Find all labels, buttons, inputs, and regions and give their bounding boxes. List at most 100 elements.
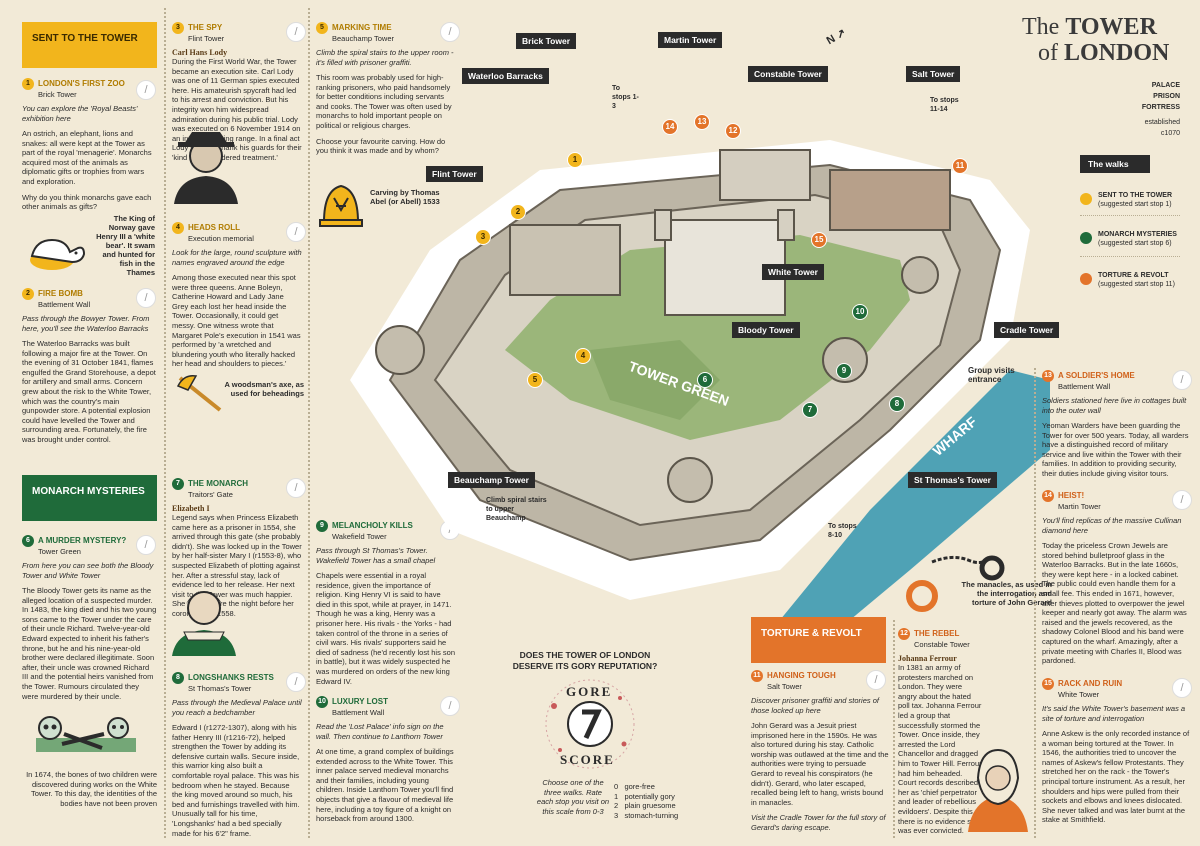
gore-rating-icon[interactable]: / xyxy=(1172,490,1192,510)
map-marker-14[interactable]: 14 xyxy=(662,119,678,135)
walk-header-torture: TORTURE & REVOLT xyxy=(751,617,886,663)
stop-number: 5 xyxy=(316,22,328,34)
walks-legend: The walks SENT TO THE TOWER(suggested st… xyxy=(1080,155,1180,297)
map-marker-11[interactable]: 11 xyxy=(952,158,968,174)
gore-label-bottom: SCORE xyxy=(560,752,615,767)
stop-body: An ostrich, an elephant, lions and snake… xyxy=(22,129,152,186)
gore-rating-icon[interactable]: / xyxy=(866,670,886,690)
walk-option-sent[interactable]: SENT TO THE TOWER(suggested start stop 1… xyxy=(1080,185,1180,216)
carving-caption: Carving by Thomas Abel (or Abell) 1533 xyxy=(370,188,440,206)
gore-rating-icon[interactable]: / xyxy=(1172,370,1192,390)
stop-title: LUXURY LOST xyxy=(332,697,389,707)
stop-location: Traitors' Gate xyxy=(188,490,233,499)
stop-title: A SOLDIER'S HOME xyxy=(1058,371,1135,381)
stop-location: Flint Tower xyxy=(188,34,225,43)
label-st-thomas-tower: St Thomas's Tower xyxy=(908,472,997,488)
stop-body: This room was probably used for high-ran… xyxy=(316,73,452,130)
label-waterloo-barracks: Waterloo Barracks xyxy=(462,68,549,84)
stop-intro: It's said the White Tower's basement was… xyxy=(1042,704,1186,723)
gore-rating-icon[interactable]: / xyxy=(136,535,156,555)
map-marker-13[interactable]: 13 xyxy=(694,114,710,130)
yellow-dot-icon xyxy=(1080,193,1092,205)
stop-title: THE SPY xyxy=(188,23,223,33)
gore-rating-icon[interactable]: / xyxy=(286,672,306,692)
person-name: Johanna Ferrour xyxy=(898,654,957,663)
stop-body: Chapels were essential in a royal reside… xyxy=(316,571,456,686)
map-marker-10[interactable]: 10 xyxy=(852,304,868,320)
axe-caption: A woodsman's axe, as used for beheadings xyxy=(224,380,304,398)
stop-question: Why do you think monarchs gave each othe… xyxy=(22,192,152,212)
stop-number: 14 xyxy=(1042,490,1054,502)
map-marker-6[interactable]: 6 xyxy=(697,372,713,388)
gore-rating-icon[interactable]: / xyxy=(440,22,460,42)
map-marker-8[interactable]: 8 xyxy=(889,396,905,412)
stop-location: Wakefield Tower xyxy=(332,532,387,541)
gore-rating-icon[interactable]: / xyxy=(286,22,306,42)
stop-number: 15 xyxy=(1042,678,1054,690)
stop-location: Battlement Wall xyxy=(38,300,91,309)
castle-map: TOWER GREEN WHARF xyxy=(350,140,1050,620)
title-tower: TOWER xyxy=(1065,14,1157,40)
stop-body: The Waterloo Barracks was built followin… xyxy=(22,339,156,444)
map-marker-12[interactable]: 12 xyxy=(725,123,741,139)
bear-caption: The King of Norway gave Henry III a 'whi… xyxy=(96,214,155,277)
map-marker-3[interactable]: 3 xyxy=(475,229,491,245)
tag-prison: PRISON xyxy=(1153,93,1180,100)
stop-body: Legend says when Princess Elizabeth came… xyxy=(172,513,302,618)
map-marker-1[interactable]: 1 xyxy=(567,152,583,168)
stop-body: Edward I (r1272-1307), along with his fa… xyxy=(172,723,300,838)
climb-spiral-note: Climb spiral stairs to upper Beauchamp xyxy=(486,497,547,522)
north-arrow-icon: N ↗ xyxy=(824,26,849,48)
stop-location: Battlement Wall xyxy=(332,708,385,717)
orange-dot-icon xyxy=(1080,273,1092,285)
stop-location: White Tower xyxy=(1058,690,1100,699)
label-flint-tower: Flint Tower xyxy=(426,166,483,182)
stop-intro: Pass through the Medieval Palace until y… xyxy=(172,698,302,717)
gore-rating-icon[interactable]: / xyxy=(136,288,156,308)
walk-option-torture[interactable]: TORTURE & REVOLT(suggested start stop 11… xyxy=(1080,257,1180,297)
map-marker-15[interactable]: 15 xyxy=(811,232,827,248)
gore-hint: Choose one of the three walks. Rate each… xyxy=(536,778,610,816)
tag-palace: PALACE xyxy=(1151,82,1180,89)
scale-text: plain gruesome xyxy=(624,801,676,811)
walk-option-monarch[interactable]: MONARCH MYSTERIES(suggested start stop 6… xyxy=(1080,216,1180,257)
walks-legend-title: The walks xyxy=(1080,155,1150,173)
axe-icon xyxy=(176,374,222,412)
stop-body: Yeoman Warders have been guarding the To… xyxy=(1042,421,1189,478)
walk-header-sent: SENT TO THE TOWER xyxy=(22,22,157,68)
map-marker-9[interactable]: 9 xyxy=(836,363,852,379)
stop-location: Tower Green xyxy=(38,547,81,556)
walk-note: (suggested start stop 6) xyxy=(1098,240,1172,247)
gore-rating-icon[interactable]: / xyxy=(286,478,306,498)
rebel-portrait-icon xyxy=(968,748,1028,832)
map-marker-7[interactable]: 7 xyxy=(802,402,818,418)
stop-intro: Pass through the Bowyer Tower. From here… xyxy=(22,314,150,333)
stop-body: In 1381 an army of protesters marched on… xyxy=(898,663,982,836)
north-label: N xyxy=(824,32,838,48)
map-marker-2[interactable]: 2 xyxy=(510,204,526,220)
stop-body: During the First World War, the Tower be… xyxy=(172,57,302,162)
stop-number: 4 xyxy=(172,222,184,234)
label-cradle-tower: Cradle Tower xyxy=(994,322,1060,338)
stop-body: Today the priceless Crown Jewels are sto… xyxy=(1042,541,1187,666)
stop-location: Execution memorial xyxy=(188,234,254,243)
bear-icon xyxy=(30,238,86,270)
gore-rating-icon[interactable]: / xyxy=(440,696,460,716)
gore-rating-icon[interactable]: / xyxy=(136,80,156,100)
stop-intro: You can explore the 'Royal Beasts' exhib… xyxy=(22,104,138,123)
gore-score-badge xyxy=(545,679,635,769)
established-label: established xyxy=(1144,119,1180,126)
gore-rating-icon[interactable]: / xyxy=(286,222,306,242)
elizabeth-portrait-icon xyxy=(172,591,236,656)
scale-number: 3 xyxy=(614,810,619,820)
gore-question: DOES THE TOWER OF LONDON DESERVE ITS GOR… xyxy=(512,650,658,671)
map-marker-4[interactable]: 4 xyxy=(575,348,591,364)
map-marker-5[interactable]: 5 xyxy=(527,372,543,388)
stop-title: MELANCHOLY KILLS xyxy=(332,521,413,531)
stop-question: Choose your favourite carving. How do yo… xyxy=(316,136,446,156)
gore-rating-icon[interactable]: / xyxy=(1172,678,1192,698)
stop-intro: Look for the large, round sculpture with… xyxy=(172,248,302,267)
walk-header-monarch: MONARCH MYSTERIES xyxy=(22,475,157,521)
